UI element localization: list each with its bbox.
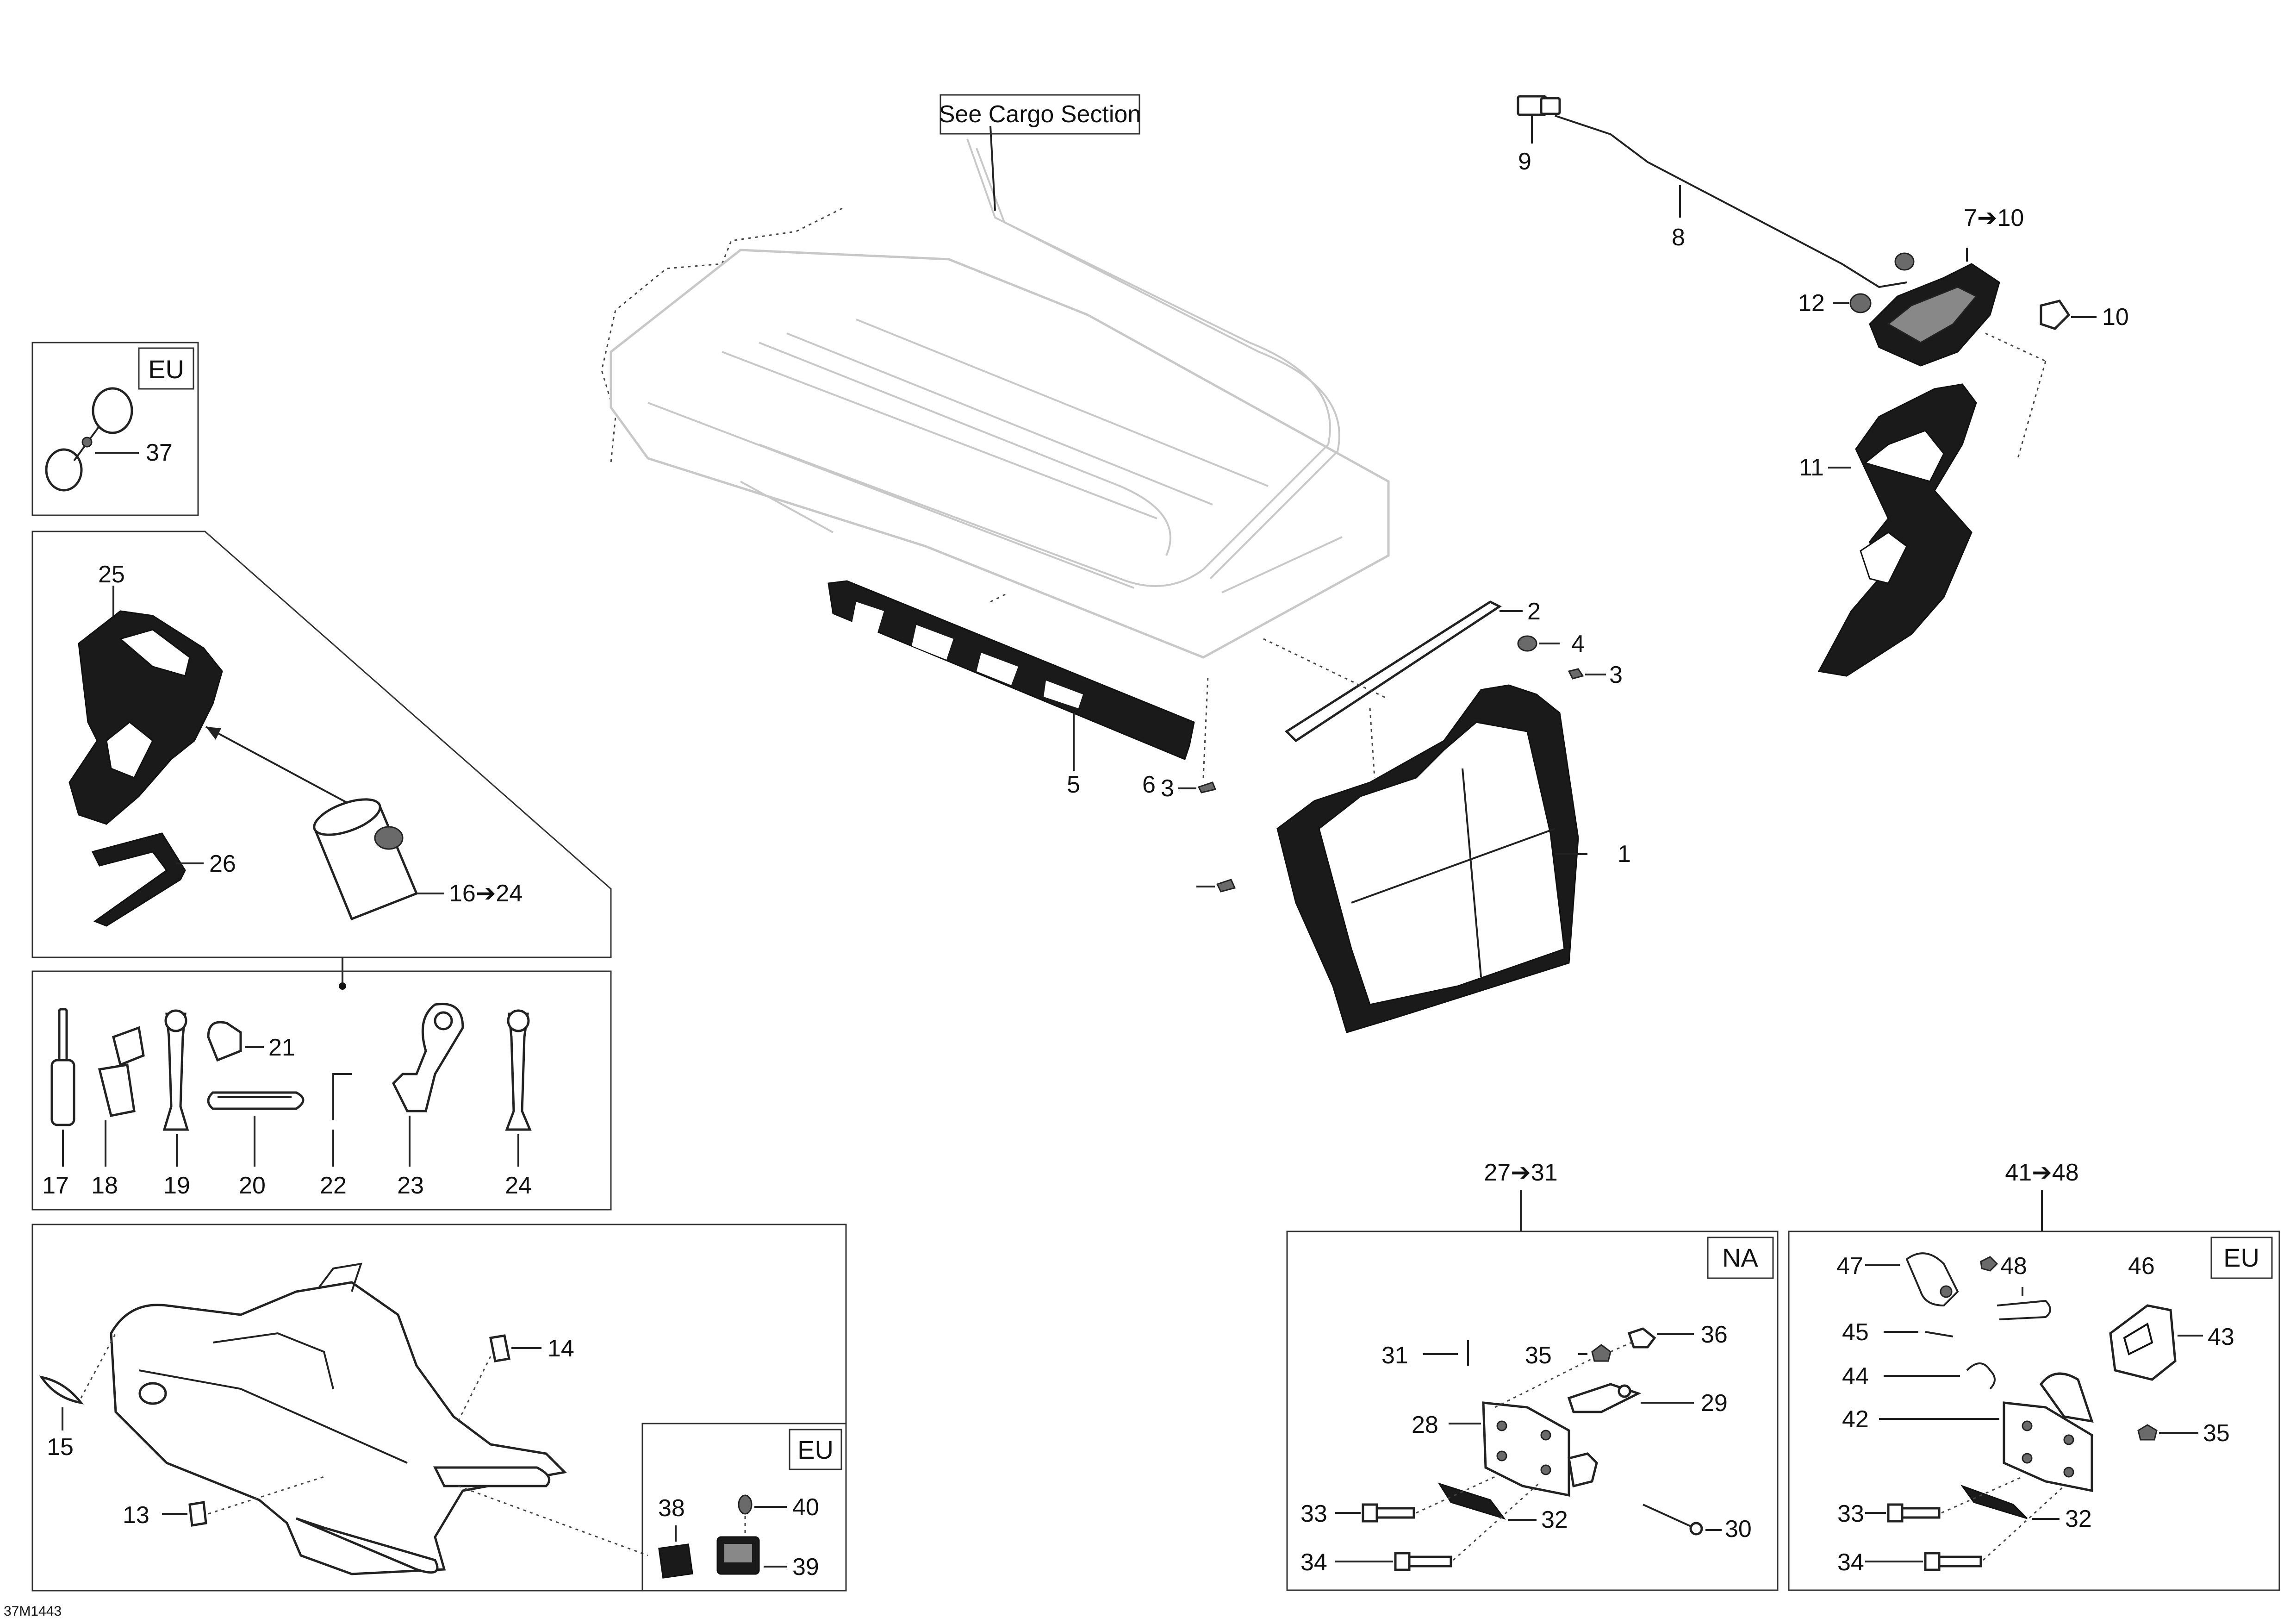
- callout-23: 23: [397, 1172, 424, 1199]
- callout-3b: 3: [1161, 775, 1174, 802]
- na-callout-36: 36: [1701, 1321, 1728, 1348]
- eu-callout-35: 35: [2203, 1420, 2230, 1447]
- callout-11: 11: [1799, 454, 1824, 481]
- eu-bolt-34: [1865, 1552, 1982, 1571]
- callout-26: 26: [209, 850, 236, 877]
- part-38-plate: [658, 1543, 693, 1579]
- callout-21: 21: [268, 1034, 295, 1061]
- callout-43: 43: [2208, 1324, 2234, 1350]
- callout-20: 20: [239, 1172, 266, 1199]
- part-11-tail-light-housing: [1817, 383, 1977, 677]
- callout-19: 19: [163, 1172, 190, 1199]
- callout-1: 1: [1618, 841, 1631, 868]
- cargo-rack-outline: [601, 125, 1390, 659]
- callout-22: 22: [320, 1172, 347, 1199]
- callout-14: 14: [548, 1335, 574, 1362]
- eu-tag-41-48: EU: [2223, 1243, 2259, 1272]
- snowmobile-outline: [110, 1262, 567, 1575]
- na-callout-28: 28: [1412, 1412, 1438, 1438]
- part-40-washer: [738, 1494, 753, 1515]
- callout-2: 2: [1527, 598, 1541, 625]
- callout-39: 39: [792, 1554, 819, 1580]
- na-bolt-34: [1335, 1552, 1452, 1571]
- part-7-10-tail-light: [1833, 248, 2097, 459]
- callout-10: 10: [2102, 304, 2129, 331]
- callout-47: 47: [1836, 1253, 1863, 1280]
- na-callout-34: 34: [1300, 1549, 1327, 1576]
- callout-42: 42: [1842, 1406, 1869, 1433]
- tool-kit-contents-box: [31, 970, 612, 1211]
- callout-37: 37: [146, 439, 173, 466]
- part-1-storage-bag: [1276, 684, 1587, 1033]
- callout-3a: 3: [1609, 662, 1623, 688]
- tool-23-spanner: [392, 1003, 464, 1167]
- tool-18-socket: [98, 1026, 145, 1167]
- callout-38: 38: [658, 1495, 685, 1522]
- callout-8: 8: [1672, 224, 1685, 251]
- callout-41-48: 41➔48: [2005, 1159, 2078, 1186]
- eu-callout-34: 34: [1837, 1549, 1864, 1576]
- callout-27-31: 27➔31: [1484, 1159, 1557, 1186]
- callout-25: 25: [98, 561, 125, 588]
- callout-45: 45: [1842, 1319, 1869, 1346]
- hardware-3-4-6: [1178, 635, 1606, 893]
- callout-12: 12: [1798, 290, 1825, 317]
- na-callout-35: 35: [1525, 1342, 1552, 1369]
- callout-44: 44: [1842, 1363, 1869, 1390]
- part-2-strip: [1285, 600, 1523, 743]
- part-5-side-panel: [828, 580, 1195, 771]
- na-bracket-box: NA: [1286, 1190, 1779, 1591]
- tool-24-wrench: [505, 1009, 532, 1167]
- callout-7-10: 7➔10: [1964, 205, 2024, 231]
- callout-16-24: 16➔24: [449, 880, 523, 907]
- part-13-decal: [188, 1501, 207, 1527]
- drawing-reference: 37M1443: [4, 1604, 62, 1619]
- callout-labels: 1 2 4 3 3 5 6 9 8 7➔10 12 10 11 37 25 26…: [4, 148, 2234, 1619]
- callout-17: 17: [42, 1172, 69, 1199]
- callout-40: 40: [792, 1494, 819, 1521]
- see-cargo-section-box: See Cargo Section: [939, 94, 1141, 135]
- part-15-decal: [39, 1375, 84, 1405]
- eu-bracket-parts: [1865, 1252, 2203, 1571]
- na-bracket-parts: [1335, 1327, 1722, 1571]
- eu-callout-33: 33: [1837, 1500, 1864, 1527]
- na-callout-31: 31: [1381, 1342, 1408, 1369]
- tool-17-screwdriver: [50, 1008, 75, 1167]
- tool-19-wrench: [162, 1009, 189, 1167]
- eu-tag-37: EU: [148, 355, 184, 384]
- callout-9: 9: [1518, 148, 1531, 175]
- callout-18: 18: [91, 1172, 118, 1199]
- tool-22-hex-key: [332, 1073, 352, 1167]
- toolkit-bag-box: [31, 531, 612, 990]
- see-cargo-section-label: See Cargo Section: [939, 101, 1141, 128]
- callout-4: 4: [1571, 631, 1585, 657]
- callout-13: 13: [123, 1502, 149, 1529]
- na-tag: NA: [1722, 1243, 1758, 1272]
- tool-roll: [313, 798, 444, 921]
- callout-6: 6: [1142, 771, 1156, 798]
- tool-21-clip: [207, 1021, 264, 1062]
- callout-46: 46: [2128, 1253, 2155, 1280]
- callout-5: 5: [1067, 771, 1080, 798]
- eu-tag-38-40: EU: [797, 1435, 834, 1464]
- na-callout-29: 29: [1701, 1390, 1728, 1417]
- tail-light-harness: [1517, 95, 1907, 288]
- decals-box: EU: [31, 1224, 847, 1592]
- na-callout-32: 32: [1541, 1506, 1568, 1533]
- tool-20-strap: [207, 1091, 305, 1167]
- na-bolt-33: [1335, 1503, 1415, 1523]
- eu-box-37: EU: [31, 342, 199, 516]
- callout-24: 24: [505, 1172, 532, 1199]
- eu-bolt-33: [1865, 1503, 1941, 1523]
- na-callout-33: 33: [1300, 1500, 1327, 1527]
- na-callout-30: 30: [1725, 1516, 1752, 1543]
- eu-callout-32: 32: [2065, 1505, 2092, 1532]
- part-14-decal: [489, 1334, 510, 1362]
- eu-bracket-box: EU: [1788, 1190, 2280, 1591]
- callout-48: 48: [2000, 1253, 2027, 1280]
- callout-15: 15: [47, 1434, 74, 1461]
